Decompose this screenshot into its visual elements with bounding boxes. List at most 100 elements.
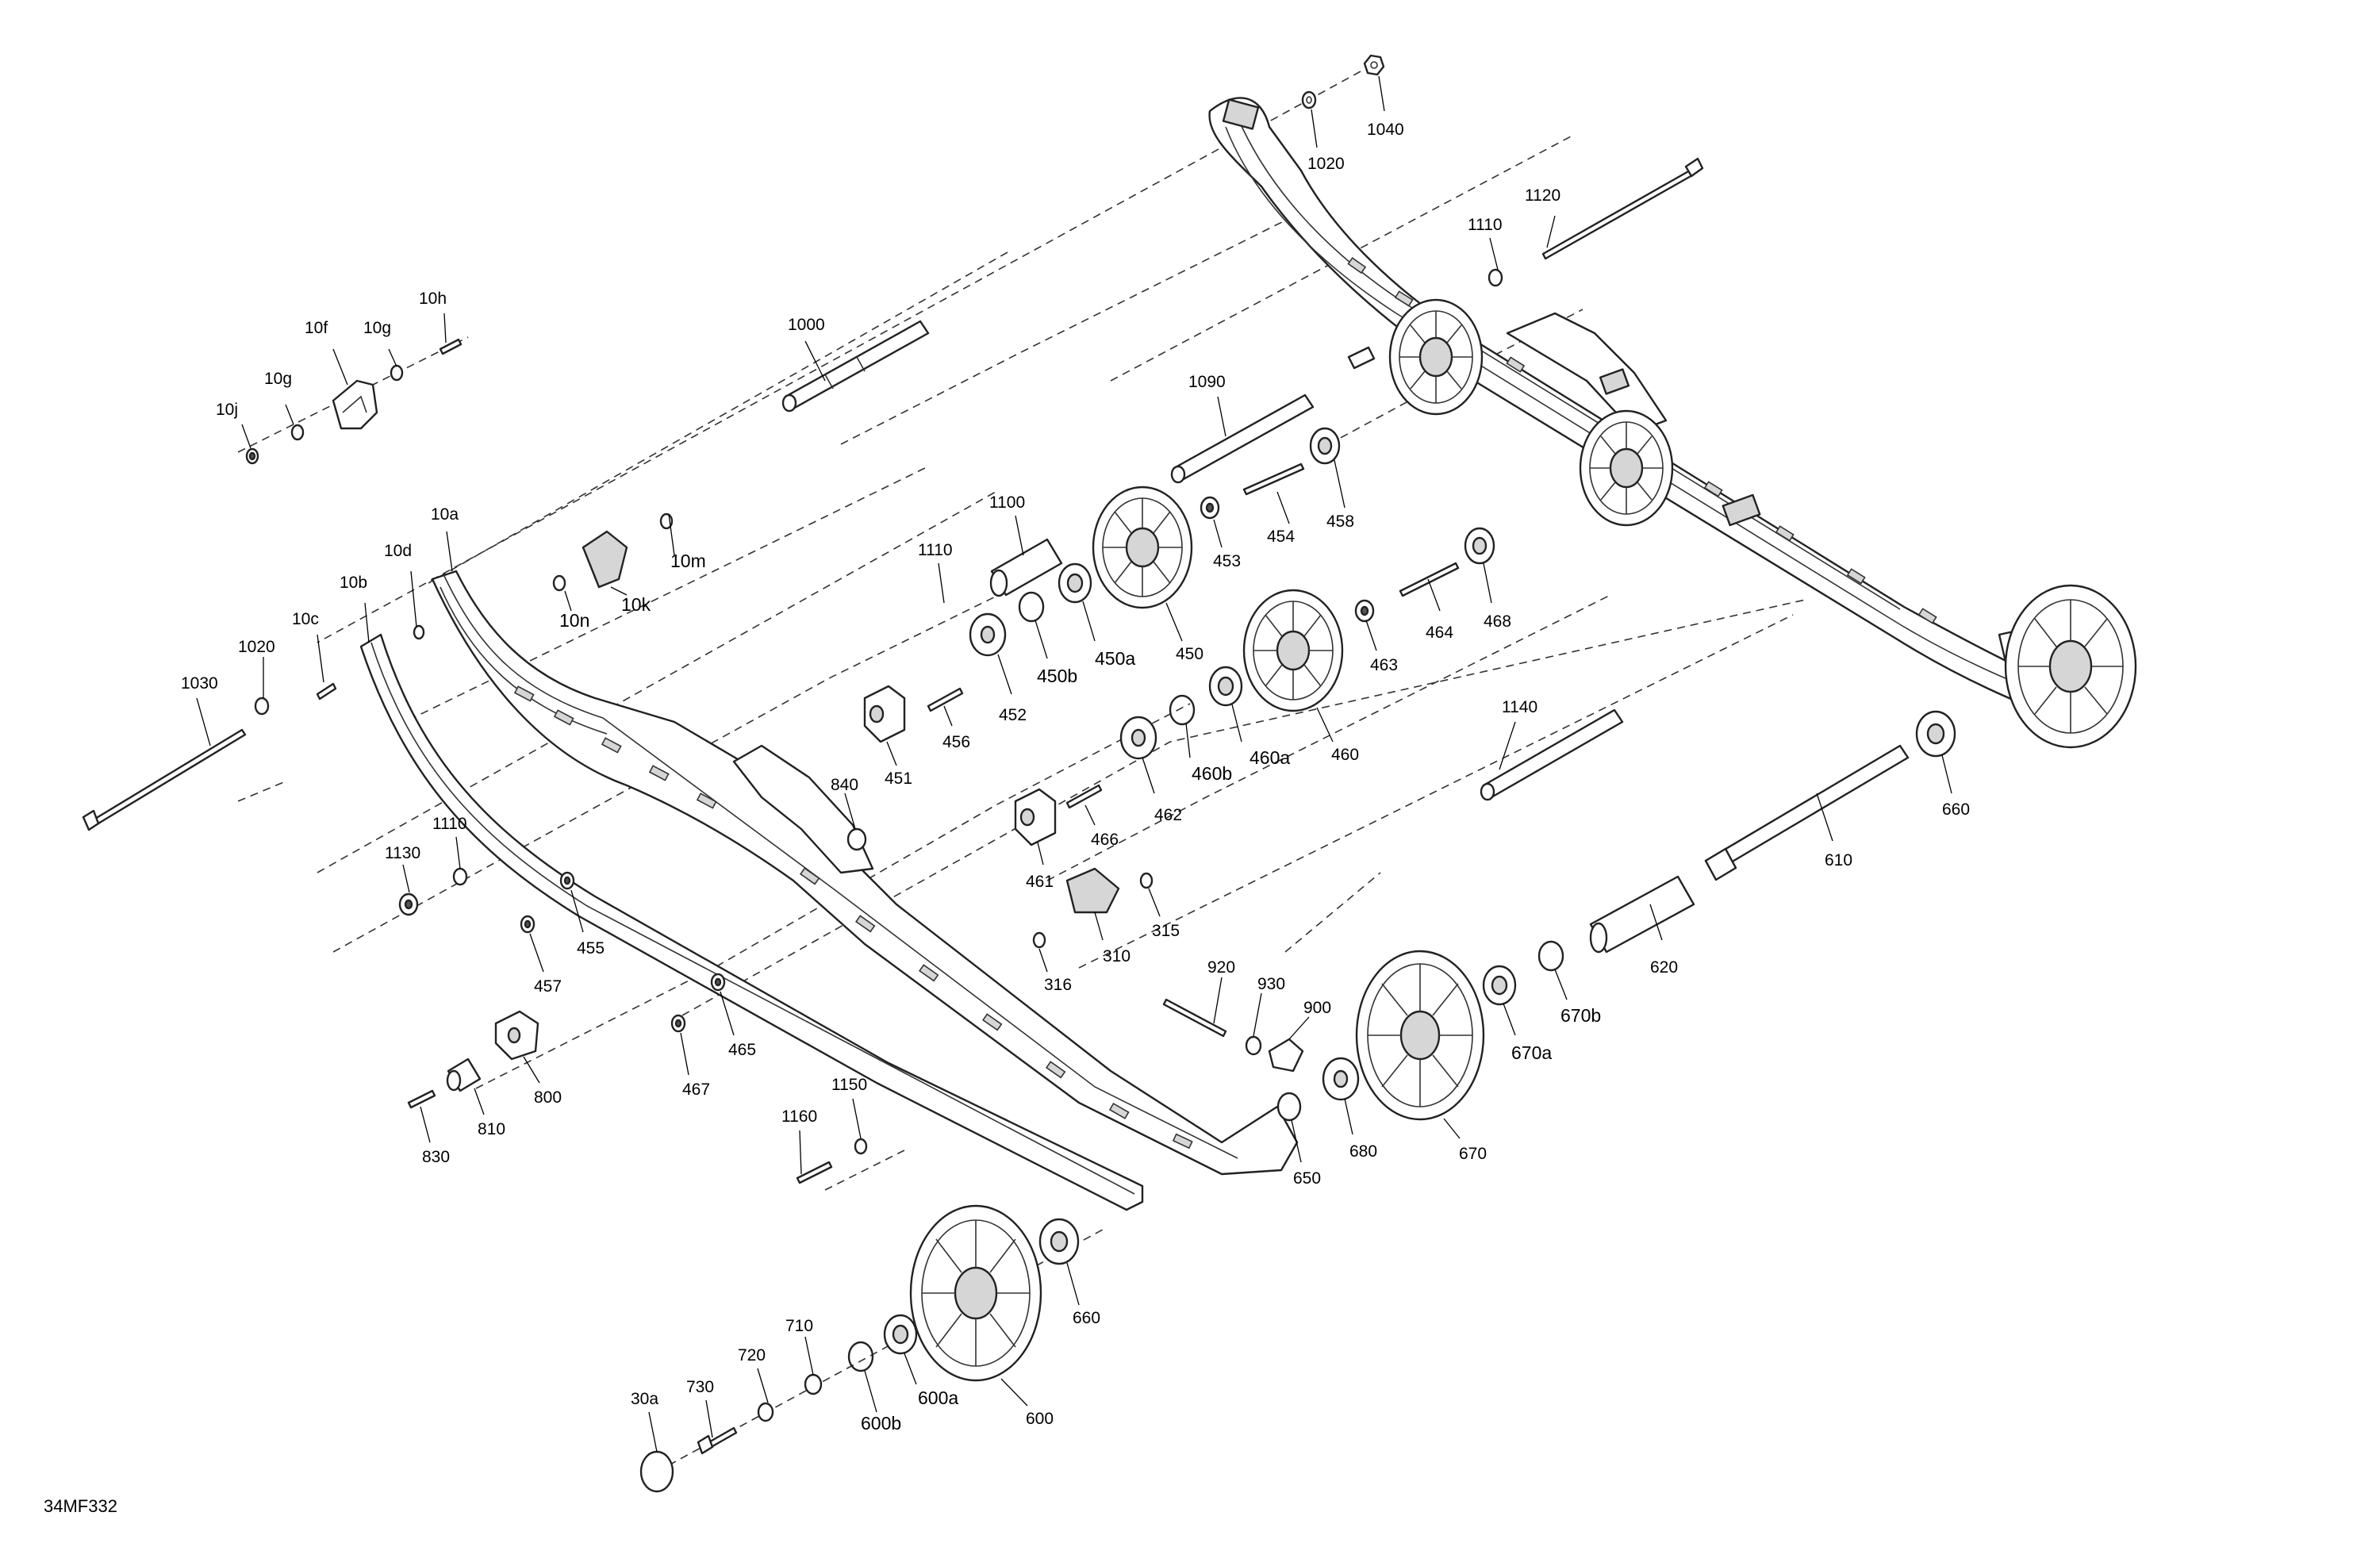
label-1020-top: 1020 <box>1307 155 1345 173</box>
label-830: 830 <box>422 1148 450 1166</box>
label-458: 458 <box>1326 512 1354 531</box>
left-rail-slots <box>513 685 1193 1150</box>
right-rail-wheel-rear <box>2004 584 2137 749</box>
hub-660-rear <box>1915 710 1956 758</box>
nut-453 <box>1200 496 1220 520</box>
right-rail-slots <box>1347 257 1937 624</box>
label-1090: 1090 <box>1188 373 1226 391</box>
label-1000: 1000 <box>788 316 825 334</box>
axle-610 <box>1704 744 1910 881</box>
cap-458 <box>1309 427 1341 465</box>
label-730: 730 <box>686 1378 714 1396</box>
washer-1020-top <box>1301 90 1317 109</box>
label-600: 600 <box>1026 1410 1054 1428</box>
label-660-front: 660 <box>1073 1309 1100 1327</box>
label-466: 466 <box>1091 831 1119 849</box>
nut-457 <box>520 915 536 934</box>
label-10k: 10k <box>621 594 651 615</box>
label-720: 720 <box>738 1346 766 1365</box>
bearing-460a <box>1208 666 1243 707</box>
label-460a: 460a <box>1250 747 1290 768</box>
washer-1020-left <box>254 697 270 716</box>
label-10c: 10c <box>292 610 319 628</box>
label-670: 670 <box>1459 1145 1487 1163</box>
label-316: 316 <box>1044 976 1072 994</box>
bolt-1120 <box>1541 157 1704 260</box>
washer-1150 <box>854 1138 868 1155</box>
bracket-451 <box>863 685 906 743</box>
label-10j: 10j <box>216 401 238 419</box>
washer-1110-top <box>1488 268 1503 287</box>
bearing-670a <box>1482 965 1517 1006</box>
washer-462 <box>1119 716 1157 760</box>
nut-463 <box>1354 599 1375 623</box>
label-670a: 670a <box>1511 1042 1552 1063</box>
cap-468 <box>1464 527 1495 565</box>
label-457: 457 <box>534 977 562 996</box>
label-1110-mid-top: 1110 <box>918 541 953 559</box>
label-460b: 460b <box>1192 763 1232 784</box>
label-930: 930 <box>1257 975 1285 993</box>
label-920: 920 <box>1207 958 1235 977</box>
label-467: 467 <box>682 1080 710 1099</box>
label-680: 680 <box>1349 1142 1377 1161</box>
bolt-454 <box>1242 463 1305 496</box>
label-10n: 10n <box>559 610 589 631</box>
washer-680 <box>1322 1057 1360 1101</box>
clip-315 <box>1139 872 1154 889</box>
label-462: 462 <box>1154 806 1182 824</box>
label-10a: 10a <box>431 505 459 524</box>
label-461: 461 <box>1026 873 1054 891</box>
nut-465 <box>710 973 726 992</box>
label-1100: 1100 <box>989 493 1025 512</box>
right-rail-wheel-upper <box>1388 298 1484 416</box>
shaft-1090 <box>1170 393 1315 484</box>
nut-840 <box>846 827 867 851</box>
label-800: 800 <box>534 1088 562 1107</box>
nut-455 <box>559 871 575 890</box>
wheel-670 <box>1355 950 1485 1121</box>
cap-30a <box>639 1450 674 1493</box>
label-450b: 450b <box>1037 666 1077 686</box>
label-660-rear: 660 <box>1942 800 1970 819</box>
label-10f: 10f <box>305 319 328 337</box>
left-slide-rail-10a <box>431 570 1299 1176</box>
label-600b: 600b <box>861 1413 901 1434</box>
label-451: 451 <box>885 770 912 788</box>
right-rail-wheel-lower <box>1579 409 1674 527</box>
label-1130: 1130 <box>385 844 420 862</box>
label-452: 452 <box>999 706 1027 724</box>
washer-10g-right <box>390 364 404 382</box>
label-10m: 10m <box>670 551 706 571</box>
label-468: 468 <box>1484 612 1511 631</box>
washer-720 <box>757 1402 774 1422</box>
label-310: 310 <box>1103 947 1130 965</box>
label-454: 454 <box>1267 528 1295 546</box>
label-453: 453 <box>1213 552 1241 570</box>
label-620: 620 <box>1650 958 1678 977</box>
nut-1040 <box>1363 54 1385 76</box>
label-900: 900 <box>1303 999 1331 1017</box>
washer-710 <box>804 1373 823 1395</box>
label-10d: 10d <box>384 542 412 560</box>
bearing-450a <box>1058 562 1092 604</box>
label-460: 460 <box>1331 746 1359 764</box>
label-1140: 1140 <box>1502 698 1537 716</box>
label-600a: 600a <box>918 1388 958 1408</box>
screw-10d <box>413 624 425 640</box>
screw-316 <box>1032 931 1046 949</box>
label-810: 810 <box>478 1120 505 1138</box>
bolt-730 <box>697 1426 738 1455</box>
spacer-1100 <box>989 538 1063 597</box>
leader-lines <box>196 75 1952 1453</box>
wheel-450 <box>1092 486 1193 609</box>
nut-10j <box>245 447 259 465</box>
label-455: 455 <box>577 939 605 958</box>
ring-600b <box>847 1341 874 1372</box>
screw-10c <box>316 682 337 700</box>
label-450a: 450a <box>1095 648 1135 669</box>
spacer-620 <box>1589 875 1695 954</box>
label-450: 450 <box>1176 645 1203 663</box>
label-10h: 10h <box>419 290 447 308</box>
